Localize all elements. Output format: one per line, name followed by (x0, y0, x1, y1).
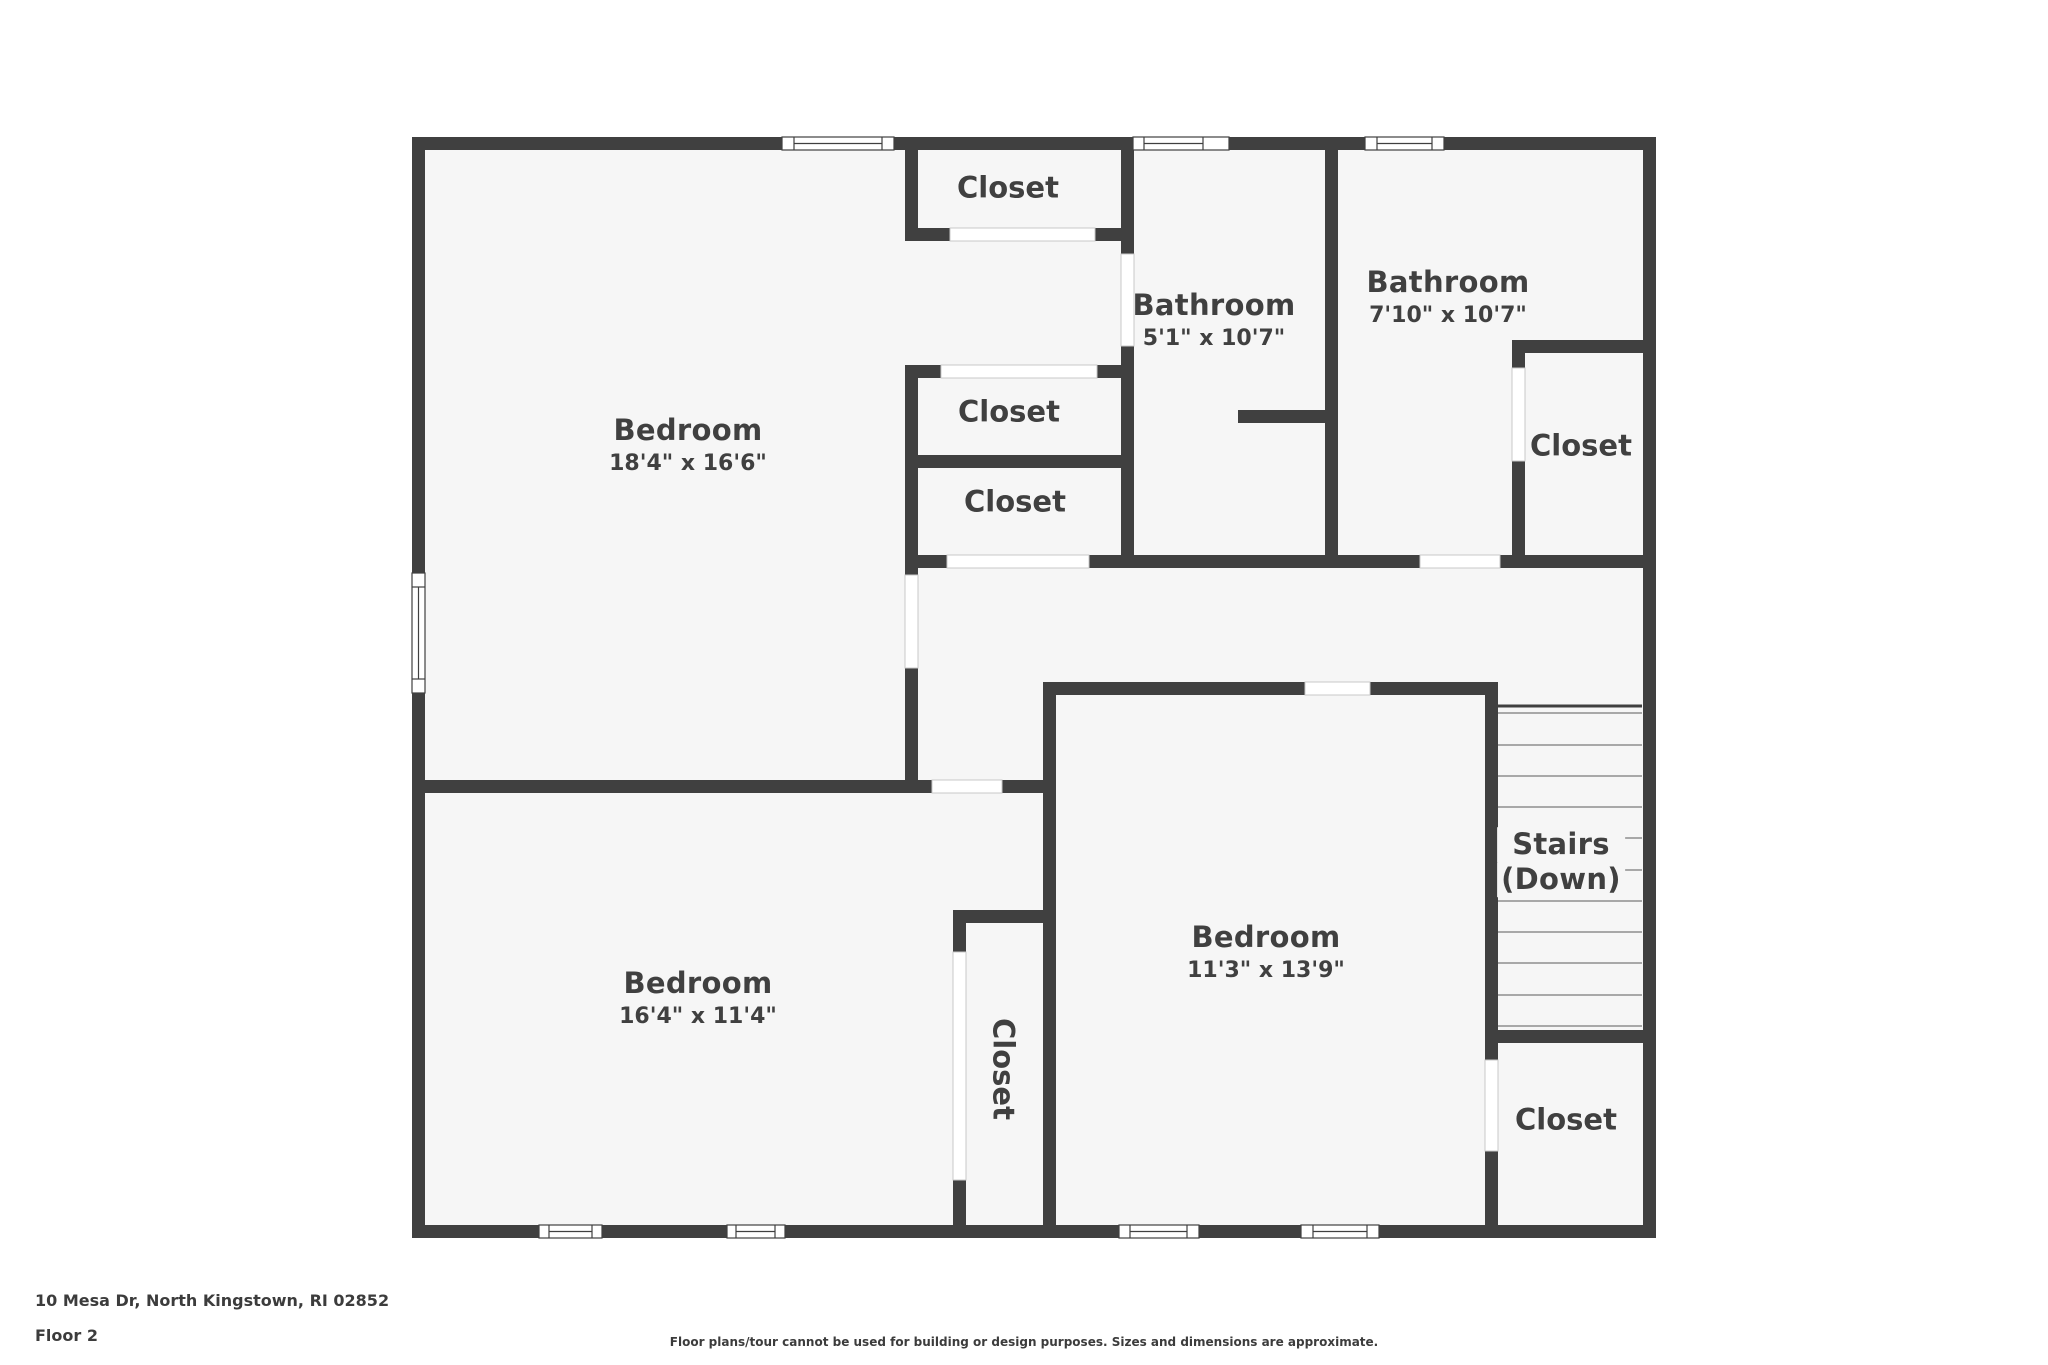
room-label-bathroom-2: Bathroom 7'10" x 10'7" (1367, 265, 1530, 329)
door-closet5 (952, 951, 967, 1181)
wall-bath2-closet-left-upper (1512, 340, 1525, 368)
room-label-bedroom-3: Bedroom 11'3" x 13'9" (1187, 920, 1345, 984)
stairs-label: Stairs (Down) (1497, 827, 1625, 897)
stairs-label-line2: (Down) (1497, 862, 1625, 897)
windows (411, 136, 1445, 1239)
wall-bedroom2-door-right (1002, 780, 1056, 793)
wall-closet1-bottom-left (905, 228, 950, 241)
window-top-bedroom1 (781, 136, 895, 151)
closet-label-1: Closet (957, 170, 1059, 205)
room-dimensions: 16'4" x 11'4" (619, 1003, 777, 1029)
door-bath1 (1120, 253, 1135, 347)
wall-bedroom1-right-lower (905, 668, 918, 793)
window-left-bedroom1 (411, 572, 426, 694)
wall-stairs-closet-divider (1485, 1030, 1656, 1043)
window-top-bath2 (1364, 136, 1445, 151)
wall-closet1-right (1121, 137, 1134, 254)
door-closet2 (940, 364, 1098, 379)
window-bottom-bedroom2-b (726, 1224, 786, 1239)
room-name: Bathroom (1132, 287, 1296, 322)
door-closet1 (949, 227, 1096, 242)
room-dimensions: 11'3" x 13'9" (1187, 957, 1345, 983)
wall-outer-right (1643, 137, 1656, 1238)
room-label-bedroom-1: Bedroom 18'4" x 16'6" (609, 413, 767, 477)
stairs-label-line1: Stairs (1497, 827, 1625, 862)
wall-hall-top-b (1500, 555, 1656, 568)
window-bottom-bedroom3-b (1300, 1224, 1380, 1239)
room-dimensions: 5'1" x 10'7" (1142, 325, 1286, 351)
closet-label-5: Closet (986, 1018, 1021, 1120)
room-label-bedroom-2: Bedroom 16'4" x 11'4" (619, 966, 777, 1030)
wall-closet5-top (953, 910, 1056, 923)
door-bath2 (1419, 554, 1501, 569)
window-bottom-bedroom2-a (538, 1224, 603, 1239)
room-dimensions: 18'4" x 16'6" (609, 450, 767, 476)
wall-closet2-top-left (905, 365, 941, 378)
door-bath2-closet (1511, 367, 1526, 462)
closet-label-6: Closet (1515, 1102, 1617, 1137)
door-bedroom1 (904, 574, 919, 669)
door-bedroom2 (931, 779, 1003, 794)
room-name: Bedroom (623, 965, 773, 1000)
property-address: 10 Mesa Dr, North Kingstown, RI 02852 (35, 1291, 390, 1310)
wall-closet2-top-right (1097, 365, 1134, 378)
room-name: Bedroom (613, 412, 763, 447)
disclaimer: Floor plans/tour cannot be used for buil… (669, 1335, 1379, 1349)
wall-closet5-left-upper (953, 910, 966, 952)
floor-label: Floor 2 (35, 1326, 98, 1345)
door-bedroom3 (1304, 681, 1371, 696)
closet-label-3: Closet (964, 484, 1066, 519)
room-label-bathroom-1: Bathroom 5'1" x 10'7" (1133, 288, 1296, 352)
wall-closet2-3-divider (905, 455, 1134, 468)
wall-closet-column-left (905, 137, 918, 241)
wall-hall-top-a (1121, 555, 1420, 568)
wall-bath2-closet-left-lower (1512, 461, 1525, 568)
closet-label-4: Closet (1530, 428, 1632, 463)
room-dimensions: 7'10" x 10'7" (1369, 302, 1527, 328)
wall-bath-divider (1325, 137, 1338, 568)
wall-closet3-bottom-left (905, 555, 947, 568)
door-openings (904, 227, 1526, 1181)
window-top-bath1 (1132, 136, 1230, 151)
stair-treads (1498, 704, 1642, 1027)
room-name: Bathroom (1366, 264, 1530, 299)
wall-bedroom3-left (1043, 682, 1056, 1238)
wall-bath2-closet-top (1512, 340, 1656, 353)
wall-bath1-stub (1238, 410, 1338, 423)
wall-closet-column-left-mid (905, 365, 918, 575)
closet-label-2: Closet (958, 394, 1060, 429)
room-name: Bedroom (1191, 919, 1341, 954)
door-closet6 (1484, 1059, 1499, 1152)
door-closet3 (946, 554, 1090, 569)
window-bottom-bedroom3-a (1118, 1224, 1200, 1239)
wall-closet5-left-lower (953, 1180, 966, 1238)
wall-bedroom1-2-divider (412, 780, 932, 793)
wall-bedroom3-right-upper (1485, 682, 1498, 1060)
wall-bedroom3-right-lower (1485, 1151, 1498, 1238)
wall-bedroom3-top-left (1043, 682, 1305, 695)
wall-bedroom3-top-right (1370, 682, 1498, 695)
wall-outer-top (412, 137, 1656, 150)
